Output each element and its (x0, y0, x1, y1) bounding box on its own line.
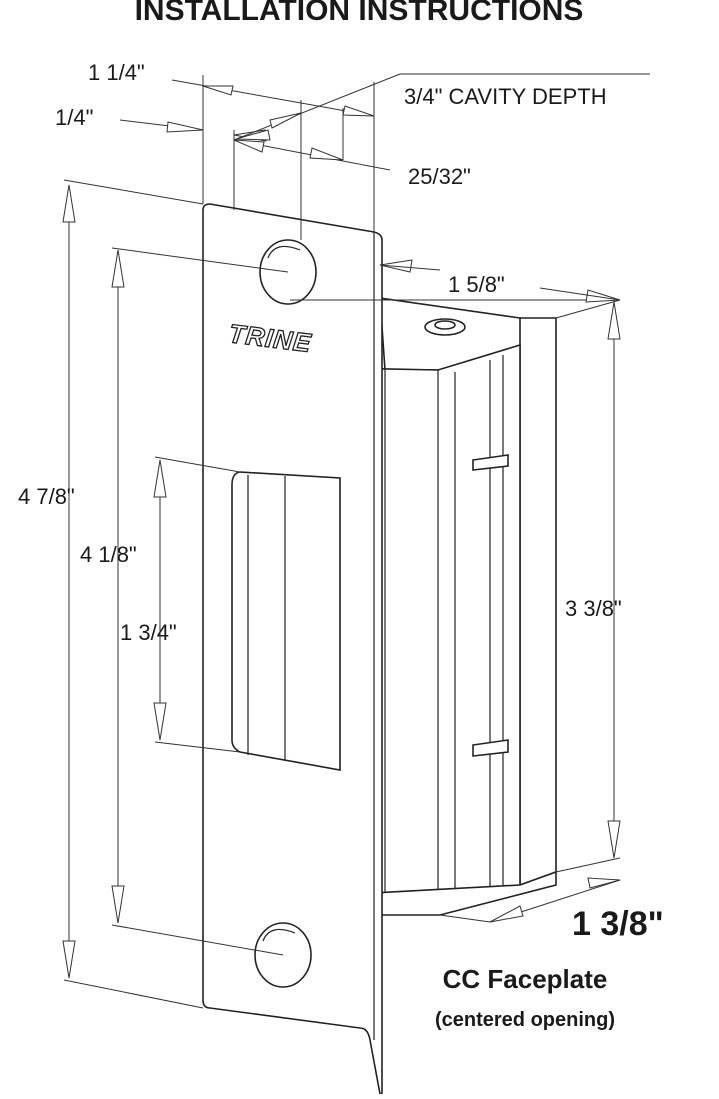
dim-1-4: 1/4" (55, 105, 93, 130)
dim-1-3-8: 1 3/8" (572, 905, 664, 943)
dim-4-1-8: 4 1/8" (80, 542, 137, 567)
caption-detail: (centered opening) (435, 1009, 615, 1031)
dim-3-3-8: 3 3/8" (565, 596, 622, 621)
dim-cavity-depth: 3/4" CAVITY DEPTH (404, 84, 607, 109)
strike-body (339, 297, 557, 916)
dim-1-5-8: 1 5/8" (448, 272, 505, 297)
dim-25-32: 25/32" (408, 164, 471, 189)
caption-title: CC Faceplate (443, 964, 608, 994)
dim-1-1-4: 1 1/4" (88, 60, 145, 85)
faceplate: TRINE (202, 203, 383, 1095)
dim-1-3-4: 1 3/4" (120, 620, 177, 645)
dim-4-7-8: 4 7/8" (18, 484, 75, 509)
page-title: INSTALLATION INSTRUCTIONS (135, 0, 584, 27)
dimension-lines (62, 73, 650, 1009)
